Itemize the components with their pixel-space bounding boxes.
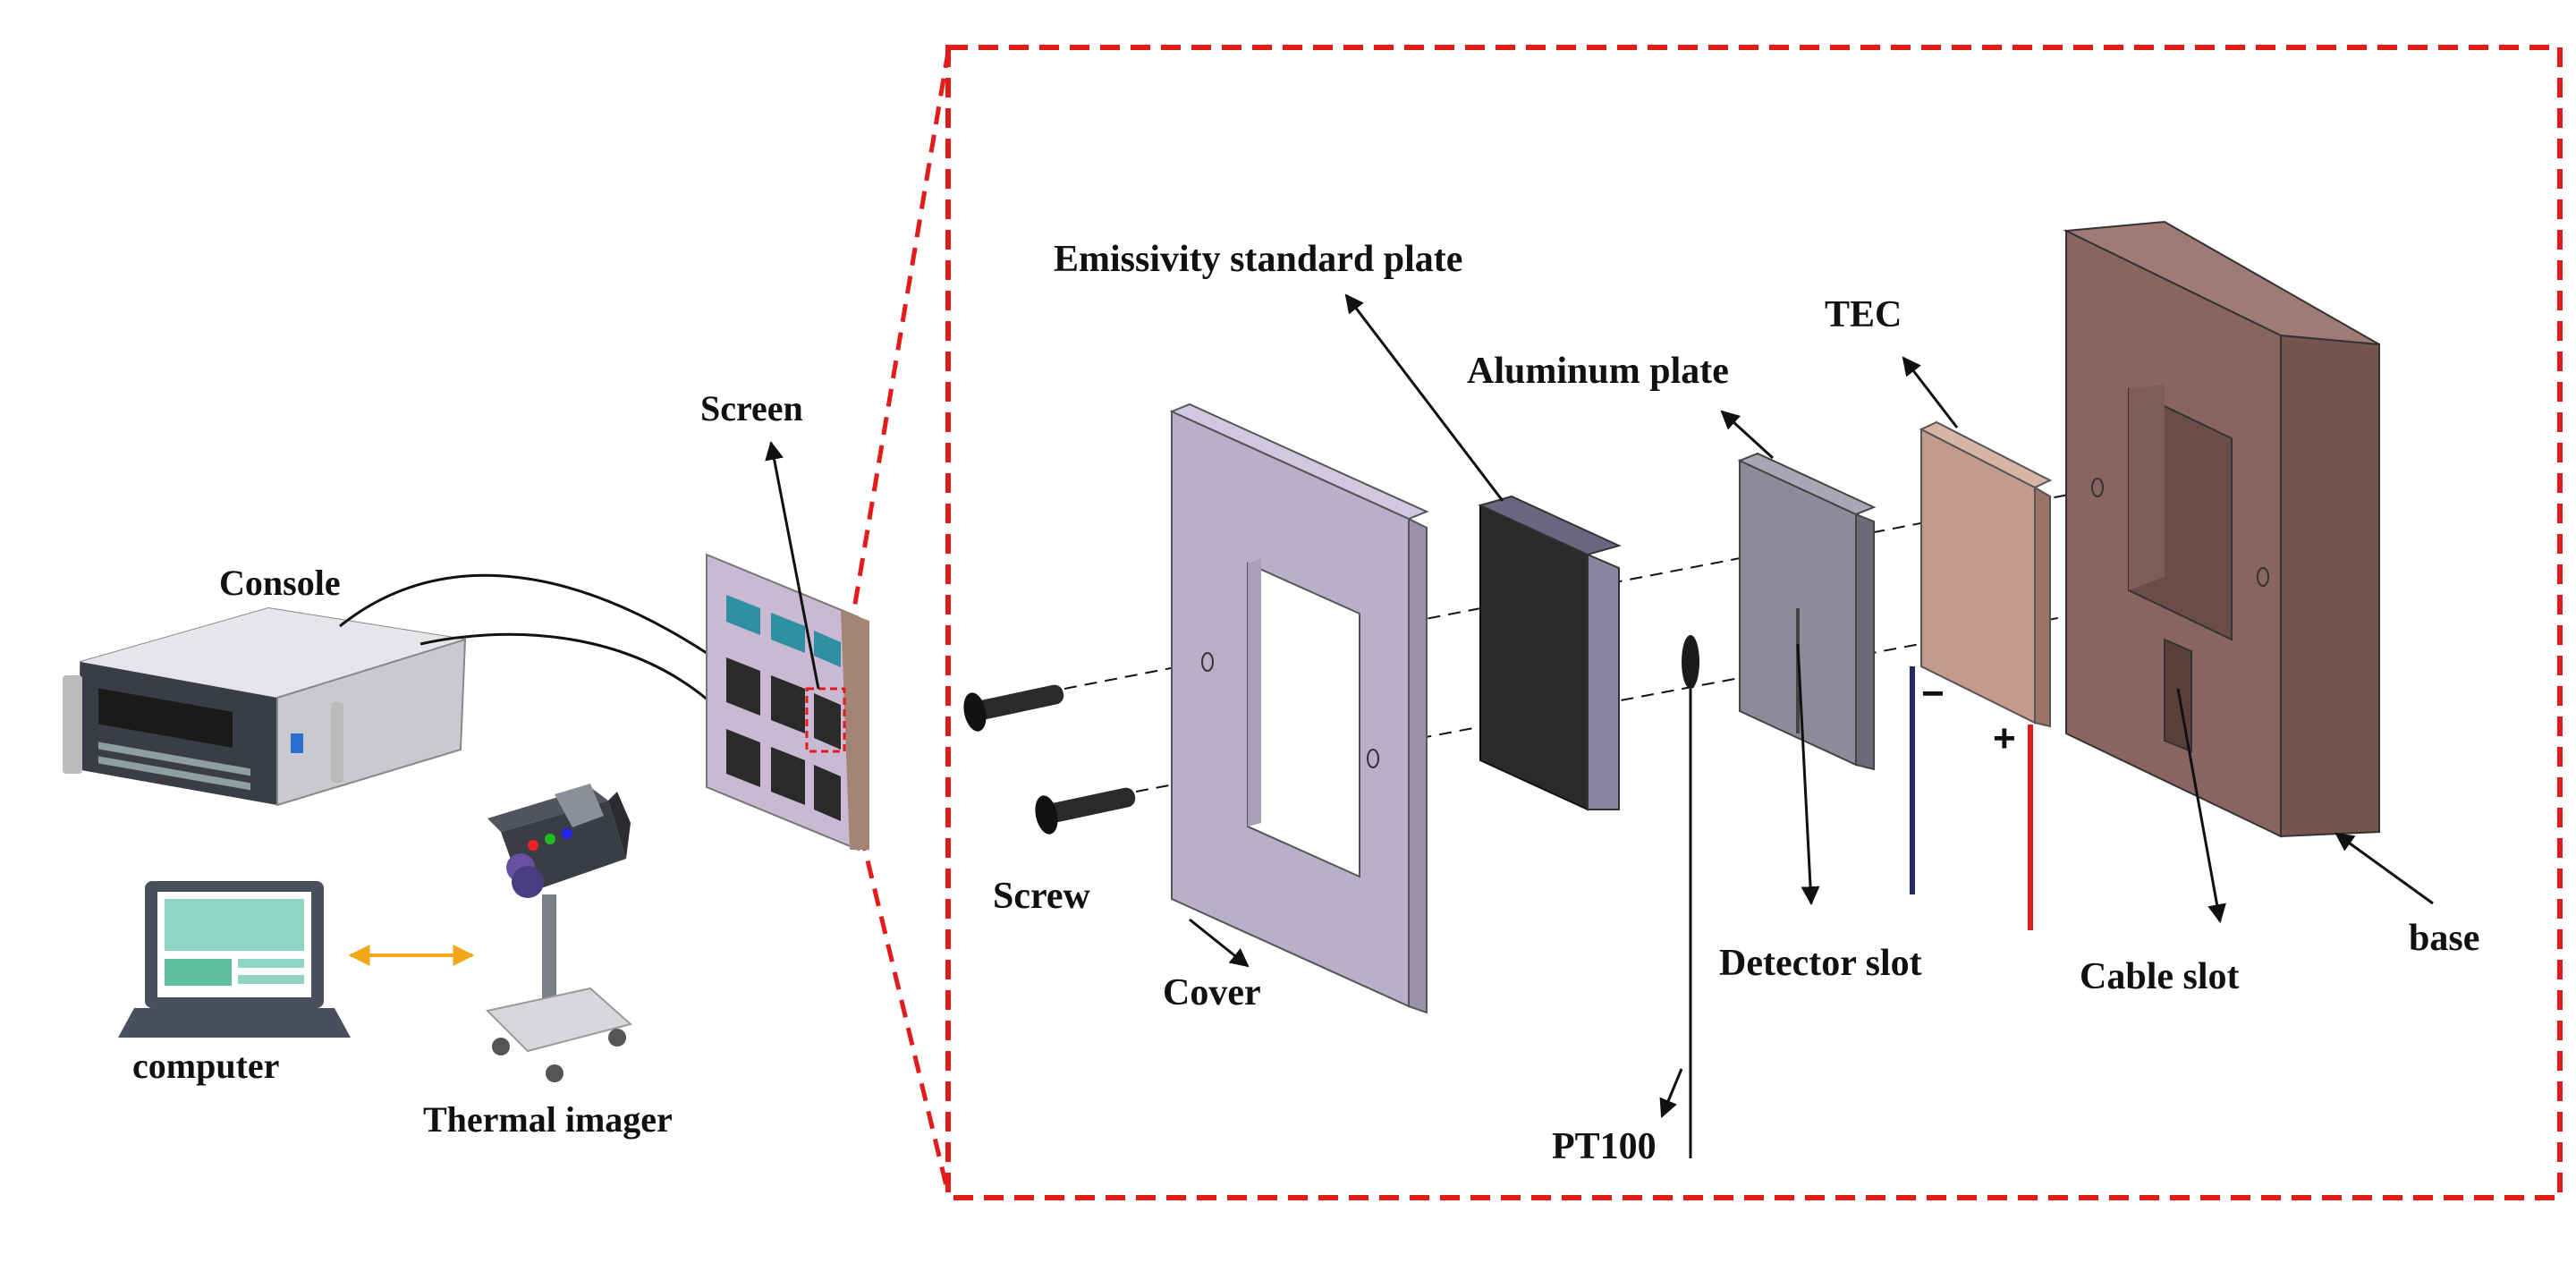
cover-pointer bbox=[1189, 918, 1250, 968]
aluminum-pointer bbox=[1720, 410, 1775, 460]
label-emissivity-standard-plate: Emissivity standard plate bbox=[1054, 239, 1462, 280]
label-computer: computer bbox=[132, 1046, 279, 1086]
base-pointer bbox=[2334, 832, 2434, 905]
detector-slot-pointer bbox=[1796, 643, 1820, 906]
tec-pointer bbox=[1902, 356, 1959, 428]
tec-module bbox=[1919, 420, 2053, 728]
zoom-frame bbox=[945, 45, 2563, 1200]
cover-plate bbox=[1169, 403, 1429, 1014]
screw-top bbox=[963, 684, 1064, 732]
zoom-line-top bbox=[838, 51, 951, 690]
thermal-imager-device bbox=[485, 784, 633, 1082]
emissivity-pointer bbox=[1344, 293, 1504, 502]
console-unit bbox=[63, 606, 467, 807]
zoom-line-bottom bbox=[838, 749, 951, 1194]
screen-pointer bbox=[765, 440, 820, 690]
computer-laptop bbox=[118, 881, 351, 1038]
cable-slot-pointer bbox=[2176, 688, 2226, 924]
pt100-sensor bbox=[1682, 635, 1699, 1158]
label-base: base bbox=[2409, 918, 2479, 959]
cable-1 bbox=[339, 573, 708, 655]
label-screen: Screen bbox=[700, 388, 803, 428]
screw-bottom bbox=[1035, 787, 1136, 835]
label-cable-slot: Cable slot bbox=[2080, 956, 2240, 997]
label-cover: Cover bbox=[1163, 972, 1261, 1013]
label-screw: Screw bbox=[993, 876, 1091, 917]
aluminum-plate bbox=[1737, 452, 1877, 771]
label-plus: + bbox=[1993, 716, 2016, 760]
label-tec: TEC bbox=[1825, 294, 1902, 335]
pt100-pointer bbox=[1659, 1068, 1683, 1118]
label-console: Console bbox=[219, 563, 341, 603]
base-block bbox=[2063, 220, 2380, 838]
screen-board bbox=[706, 553, 869, 852]
label-thermal-imager: Thermal imager bbox=[423, 1099, 673, 1140]
label-minus: − bbox=[1921, 672, 1945, 716]
emissivity-standard-plate bbox=[1478, 495, 1622, 811]
label-pt100: PT100 bbox=[1552, 1126, 1657, 1167]
label-detector-slot: Detector slot bbox=[1719, 943, 1922, 984]
label-aluminum-plate: Aluminum plate bbox=[1467, 351, 1729, 392]
cable-2 bbox=[419, 632, 717, 708]
